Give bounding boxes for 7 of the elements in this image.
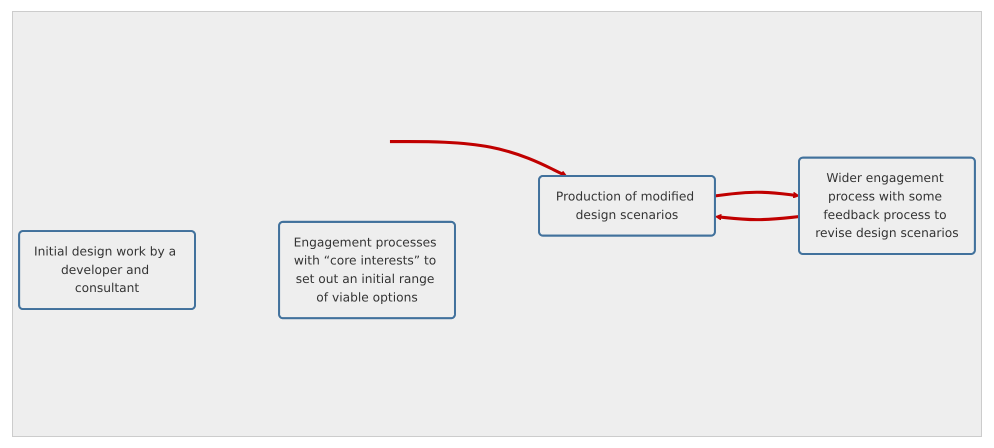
process-box: Wider engagement process with some feedback process to revise design scenarios (798, 156, 976, 255)
process-box: Initial design work by a developer and consultant (18, 230, 196, 310)
process-box: Engagement processes with “core interests” to set out an initial range of viable options (278, 220, 456, 319)
process-box: Production of modified design scenarios (538, 174, 716, 236)
arrow (715, 214, 800, 221)
arrow (715, 190, 800, 198)
arrow (390, 140, 568, 177)
